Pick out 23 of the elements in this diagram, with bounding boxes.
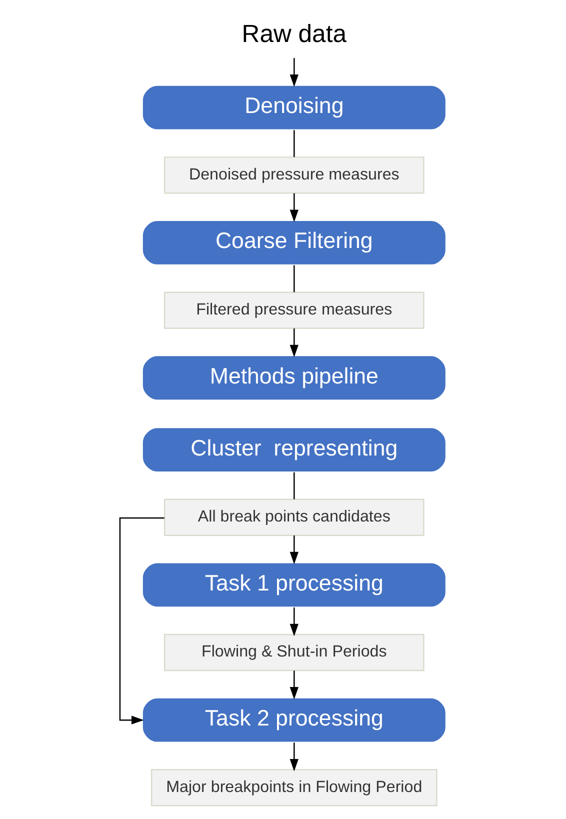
node-box: Filtered pressure measures <box>164 292 424 329</box>
arrow <box>290 607 298 636</box>
arrow <box>290 670 298 700</box>
connector <box>294 472 295 500</box>
node-text: Raw data <box>242 20 347 48</box>
node-box: Flowing & Shut-in Periods <box>164 634 424 672</box>
connector <box>294 265 295 292</box>
connector <box>294 130 295 158</box>
node-box: Denoised pressure measures <box>164 156 424 194</box>
arrow <box>290 742 298 772</box>
arrow <box>290 328 298 358</box>
arrow <box>290 535 298 564</box>
node-box: Cluster representing <box>142 426 447 473</box>
node-box: All break points candidates <box>164 498 424 536</box>
node-box: Coarse Filtering <box>142 220 447 266</box>
arrow <box>290 193 298 222</box>
node-box: Major breakpoints in Flowing Period <box>150 769 438 806</box>
arrow <box>290 58 298 87</box>
arrow <box>119 517 164 724</box>
node-box: Methods pipeline <box>142 354 447 401</box>
node-box: Denoising <box>142 84 447 131</box>
node-box: Task 2 processing <box>142 697 447 744</box>
node-box: Task 1 processing <box>142 562 447 608</box>
